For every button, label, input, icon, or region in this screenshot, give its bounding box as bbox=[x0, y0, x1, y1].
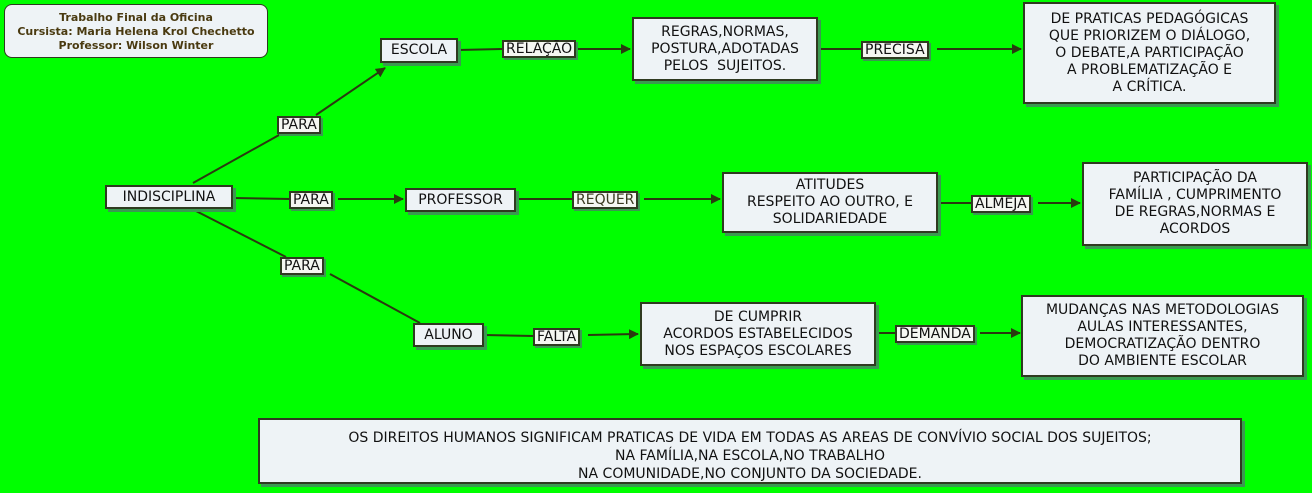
title-line: Trabalho Final da Oficina bbox=[59, 11, 213, 24]
link-label-para-escola[interactable]: PARA bbox=[277, 116, 321, 134]
link-label-relacao[interactable]: RELAÇÃO bbox=[502, 40, 577, 58]
link-label-falta[interactable]: FALTA bbox=[533, 328, 581, 346]
professor-line: Professor: Wilson Winter bbox=[58, 39, 214, 52]
node-praticas[interactable]: DE PRATICAS PEDAGÓGICAS QUE PRIORIZEM O … bbox=[1023, 2, 1276, 104]
note-line-3: NA COMUNIDADE,NO CONJUNTO DA SOCIEDADE. bbox=[578, 466, 922, 482]
note-line-2: NA FAMÍLIA,NA ESCOLA,NO TRABALHO bbox=[615, 448, 885, 464]
note-line-1: OS DIREITOS HUMANOS SIGNIFICAM PRATICAS … bbox=[348, 430, 1152, 446]
title-box: Trabalho Final da Oficina Cursista: Mari… bbox=[4, 4, 268, 58]
link-label-almeja[interactable]: ALMEJA bbox=[971, 195, 1031, 213]
node-professor[interactable]: PROFESSOR bbox=[405, 188, 516, 212]
node-indisciplina[interactable]: INDISCIPLINA bbox=[105, 185, 233, 209]
node-escola[interactable]: ESCOLA bbox=[380, 38, 458, 63]
node-regras[interactable]: REGRAS,NORMAS, POSTURA,ADOTADAS PELOS SU… bbox=[632, 17, 818, 81]
link-label-demanda[interactable]: DEMANDA bbox=[895, 325, 975, 343]
student-line: Cursista: Maria Helena Krol Chechetto bbox=[17, 25, 255, 38]
link-label-para-professor[interactable]: PARA bbox=[289, 191, 333, 209]
link-label-para-aluno[interactable]: PARA bbox=[280, 257, 324, 275]
node-participacao[interactable]: PARTICIPAÇÃO DA FAMÍLIA , CUMPRIMENTO DE… bbox=[1082, 162, 1308, 246]
link-label-precisa[interactable]: PRECISA bbox=[861, 41, 929, 59]
human-rights-note: OS DIREITOS HUMANOS SIGNIFICAM PRATICAS … bbox=[258, 418, 1242, 484]
node-atitudes[interactable]: ATITUDES RESPEITO AO OUTRO, E SOLIDARIED… bbox=[722, 172, 938, 233]
node-cumprir[interactable]: DE CUMPRIR ACORDOS ESTABELECIDOS NOS ESP… bbox=[640, 302, 876, 366]
link-label-requer[interactable]: REQUER bbox=[572, 191, 639, 209]
node-aluno[interactable]: ALUNO bbox=[413, 323, 484, 347]
node-mudancas[interactable]: MUDANÇAS NAS METODOLOGIAS AULAS INTERESS… bbox=[1021, 295, 1304, 377]
